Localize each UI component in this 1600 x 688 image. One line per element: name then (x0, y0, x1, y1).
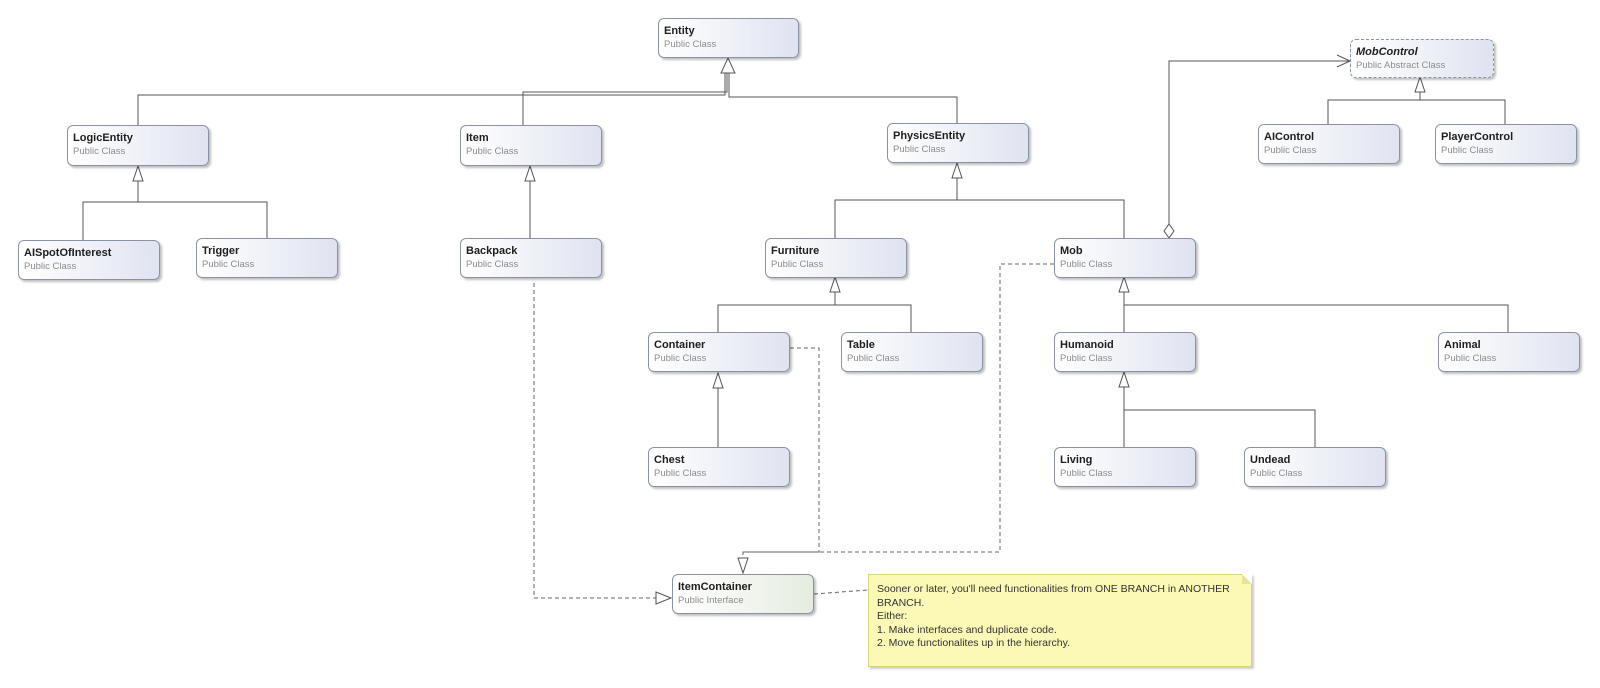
class-name: Living (1060, 454, 1093, 466)
edge-mob-itemcontainer (743, 263, 1054, 553)
class-physicsentity[interactable]: PhysicsEntity Public Class (887, 123, 1029, 163)
note-line: Sooner or later, you'll need functionali… (877, 583, 1230, 595)
class-table[interactable]: Table Public Class (841, 332, 983, 372)
class-stereotype: Public Class (654, 468, 707, 479)
arrow-itemcontainer-left (655, 591, 673, 605)
class-stereotype: Public Class (1264, 145, 1317, 156)
class-container[interactable]: Container Public Class (648, 332, 790, 372)
class-chest[interactable]: Chest Public Class (648, 447, 790, 487)
class-name: Item (466, 132, 489, 144)
arrow-mob (1118, 275, 1130, 293)
class-playercontrol[interactable]: PlayerControl Public Class (1435, 124, 1577, 164)
class-living[interactable]: Living Public Class (1054, 447, 1196, 487)
class-name: AIControl (1264, 131, 1315, 143)
class-stereotype: Public Class (847, 353, 900, 364)
class-name: AISpotOfInterest (24, 247, 112, 259)
edge-mob-mobcontrol (1168, 60, 1350, 225)
edge-item-entity (522, 73, 728, 125)
edge-furniture-physicsentity (834, 178, 958, 238)
class-mob[interactable]: Mob Public Class (1054, 238, 1196, 278)
note-line: 2. Move functionalites up in the hierarc… (877, 637, 1070, 649)
class-name: Container (654, 339, 706, 351)
class-stereotype: Public Abstract Class (1356, 60, 1446, 71)
note-line: Either: (877, 610, 908, 622)
class-stereotype: Public Class (1060, 259, 1113, 270)
class-stereotype: Public Class (893, 144, 946, 155)
class-logicentity[interactable]: LogicEntity Public Class (67, 125, 209, 166)
edge-mob-physicsentity (957, 199, 1125, 238)
arrow-entity (720, 56, 736, 74)
class-stereotype: Public Class (1060, 468, 1113, 479)
note-line: 1. Make interfaces and duplicate code. (877, 623, 1057, 636)
class-stereotype: Public Class (466, 259, 519, 270)
class-stereotype: Public Class (1060, 353, 1113, 364)
note-line: BRANCH. (877, 596, 925, 609)
class-name: PhysicsEntity (893, 130, 966, 142)
edge-physicsentity-entity (728, 73, 958, 123)
class-name: LogicEntity (73, 132, 133, 144)
class-stereotype: Public Class (771, 259, 824, 270)
class-item[interactable]: Item Public Class (460, 125, 602, 166)
class-undead[interactable]: Undead Public Class (1244, 447, 1386, 487)
class-humanoid[interactable]: Humanoid Public Class (1054, 332, 1196, 372)
class-aicontrol[interactable]: AIControl Public Class (1258, 124, 1400, 164)
class-name: Mob (1060, 245, 1083, 257)
class-animal[interactable]: Animal Public Class (1438, 332, 1580, 372)
class-stereotype: Public Class (1441, 145, 1494, 156)
class-name: Trigger (202, 245, 240, 257)
class-stereotype: Public Class (664, 39, 717, 50)
edge-logicentity-entity (137, 73, 726, 125)
class-mobcontrol[interactable]: MobControl Public Abstract Class (1350, 39, 1494, 78)
edge-backpack-itemcontainer (533, 283, 656, 599)
arrow-container (712, 371, 724, 389)
class-name: ItemContainer (678, 581, 752, 593)
class-aispotofinterest[interactable]: AISpotOfInterest Public Class (18, 240, 160, 280)
class-name: Entity (664, 25, 695, 37)
arrow-itemcontainer-top (737, 557, 749, 575)
class-name: PlayerControl (1441, 131, 1514, 143)
arrow-mobcontrol (1414, 75, 1426, 93)
class-name: Chest (654, 454, 685, 466)
arrow-physicsentity (951, 161, 963, 179)
class-stereotype: Public Class (1250, 468, 1303, 479)
class-stereotype: Public Interface (678, 595, 744, 606)
note-fold-corner (1242, 574, 1252, 584)
class-name: Animal (1444, 339, 1481, 351)
class-name: Backpack (466, 245, 518, 257)
arrow-furniture (829, 275, 841, 293)
edge-aicontrol-mobcontrol (1327, 92, 1421, 125)
class-trigger[interactable]: Trigger Public Class (196, 238, 338, 278)
class-stereotype: Public Class (1444, 353, 1497, 364)
edge-table-furniture (835, 304, 912, 332)
class-stereotype: Public Class (73, 146, 126, 157)
interface-itemcontainer[interactable]: ItemContainer Public Interface (672, 574, 814, 614)
class-name: MobControl (1356, 46, 1418, 58)
edge-container-furniture (717, 292, 836, 332)
arrow-humanoid (1118, 370, 1130, 388)
edge-note-itemcontainer (813, 589, 869, 595)
comment-note[interactable]: Sooner or later, you'll need functionali… (868, 574, 1252, 667)
arrow-logicentity (132, 164, 144, 182)
edge-playercontrol-mobcontrol (1420, 99, 1506, 125)
class-name: Humanoid (1060, 339, 1114, 351)
class-backpack[interactable]: Backpack Public Class (460, 238, 602, 278)
class-name: Furniture (771, 245, 820, 257)
class-stereotype: Public Class (202, 259, 255, 270)
class-stereotype: Public Class (24, 261, 77, 272)
class-entity[interactable]: Entity Public Class (658, 18, 799, 58)
edge-trigger-logicentity (138, 201, 268, 238)
class-stereotype: Public Class (466, 146, 519, 157)
arrow-item (524, 164, 536, 182)
class-name: Table (847, 339, 875, 351)
edge-aispot-logicentity (82, 181, 139, 240)
class-stereotype: Public Class (654, 353, 707, 364)
edge-container-itemcontainer (742, 347, 820, 558)
edge-undead-humanoid (1124, 409, 1316, 447)
edge-animal-mob (1124, 304, 1509, 332)
class-name: Undead (1250, 454, 1291, 466)
class-furniture[interactable]: Furniture Public Class (765, 238, 907, 278)
diamond-mob (1163, 223, 1175, 239)
